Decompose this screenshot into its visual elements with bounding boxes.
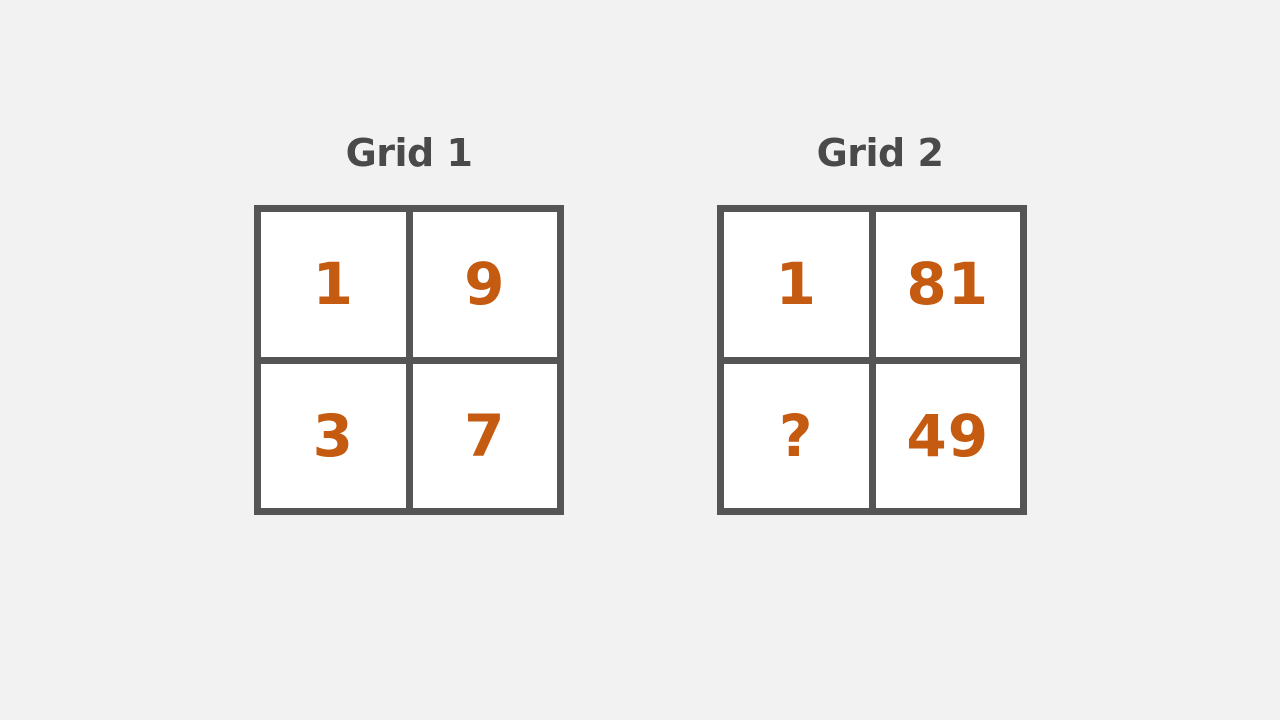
grid-2: 1 81 ? 49: [717, 205, 1027, 515]
grid-1-cell-top-right: 9: [412, 212, 557, 357]
grid-1-title: Grid 1: [345, 131, 473, 175]
grid-2-title: Grid 2: [816, 131, 944, 175]
grid-2-cell-bottom-left: ?: [724, 363, 869, 508]
grid-2-cell-top-left: 1: [724, 212, 869, 357]
grid-2-cell-bottom-right: 49: [875, 363, 1020, 508]
grid-1-cell-top-left: 1: [261, 212, 406, 357]
grid-1-cell-bottom-left: 3: [261, 363, 406, 508]
grid-1-cell-bottom-right: 7: [412, 363, 557, 508]
grid-1: 1 9 3 7: [254, 205, 564, 515]
grid-2-cell-top-right: 81: [875, 212, 1020, 357]
